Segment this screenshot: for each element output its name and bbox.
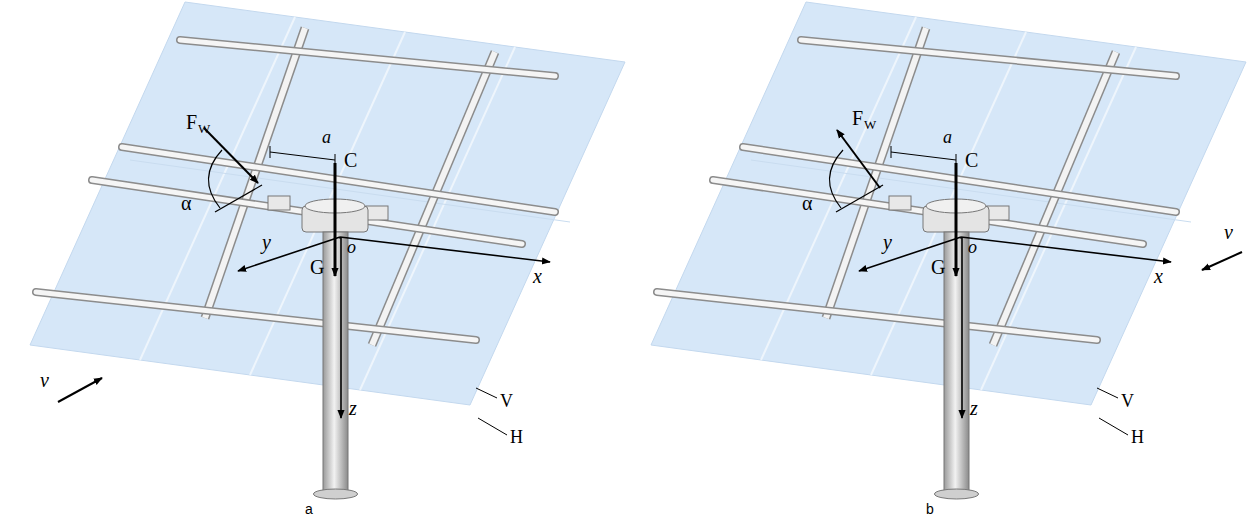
angle-symbol: α (181, 193, 191, 213)
panel-caption: a (305, 502, 313, 516)
origin-label: o (968, 238, 977, 256)
angle-symbol: α (802, 193, 812, 213)
part-label: V (1121, 392, 1134, 410)
part-label: H (1131, 428, 1144, 446)
axis-label: y (262, 232, 271, 252)
axis-label: z (970, 398, 978, 418)
part-label: H (510, 428, 523, 446)
axis-label: x (533, 266, 542, 286)
axis-label: y (883, 232, 892, 252)
origin-label: o (347, 238, 356, 256)
axis-label: x (1154, 266, 1163, 286)
part-label: V (500, 392, 513, 410)
wind-speed-label: v (40, 370, 49, 390)
weight-symbol: G (931, 257, 945, 277)
point-label: C (965, 150, 978, 170)
dimension-label: a (943, 128, 952, 146)
axis-label: z (349, 398, 357, 418)
panel-caption: b (926, 502, 934, 516)
wind-speed-label: v (1224, 222, 1233, 242)
force-subscript: W (198, 122, 210, 135)
point-label: C (344, 150, 357, 170)
force-subscript: W (864, 118, 876, 131)
force-symbol: F (186, 112, 197, 132)
weight-symbol: G (310, 257, 324, 277)
force-symbol: F (852, 108, 863, 128)
dimension-label: a (322, 128, 331, 146)
